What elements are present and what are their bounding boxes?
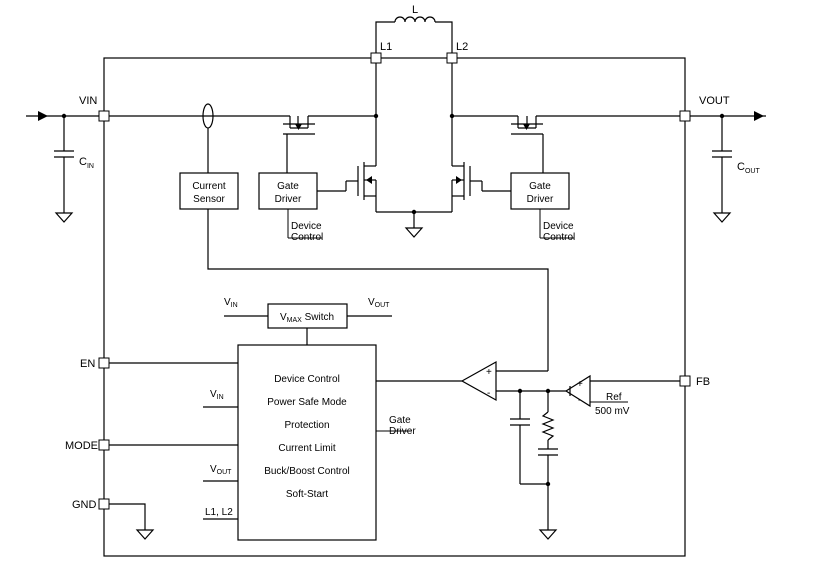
device-control-left-line1: Device (291, 221, 322, 232)
comparator-opamp (460, 360, 497, 402)
vmax-switch-sub: MAX (287, 317, 303, 324)
gate-driver-left-line2: Driver (275, 194, 302, 205)
en-pin[interactable] (98, 357, 110, 369)
controller-block (237, 344, 377, 541)
l1-pin[interactable] (370, 52, 382, 64)
current-sensor-block (179, 172, 239, 210)
svg-text:COUT: COUT (737, 161, 760, 175)
left-top-fet-arrow-icon (295, 124, 302, 130)
controller-item: Buck/Boost Control (264, 466, 350, 477)
gate-driver-out-line2: Driver (389, 426, 416, 437)
vmax-vout-label: V (368, 297, 375, 308)
svg-text:VIN: VIN (210, 389, 224, 401)
vout-pin-label: VOUT (699, 95, 730, 107)
ea-plus: + (577, 379, 583, 390)
svg-text:CIN: CIN (79, 156, 94, 170)
cout-label: C (737, 161, 745, 173)
ctrl-vout-sub: OUT (217, 469, 233, 476)
svg-text:VIN: VIN (224, 297, 238, 309)
device-control-left-line2: Control (291, 232, 323, 243)
comp-resistor-icon (541, 411, 555, 441)
svg-text:VMAX Switch: VMAX Switch (280, 312, 334, 324)
controller-item: Current Limit (278, 443, 335, 454)
l2-pin-label: L2 (456, 41, 468, 53)
ref-label-line1: Ref (606, 392, 622, 403)
inductor-icon (394, 16, 436, 23)
device-control-right-line1: Device (543, 221, 574, 232)
cout-label-sub: OUT (745, 168, 761, 175)
fb-pin[interactable] (679, 375, 691, 387)
gate-driver-right-line1: Gate (529, 181, 551, 192)
gate-driver-right-line2: Driver (527, 194, 554, 205)
en-pin-label: EN (80, 358, 95, 370)
vmax-switch-block (267, 303, 348, 329)
switch-ground-icon (404, 227, 424, 238)
controller-item: Power Safe Mode (267, 397, 347, 408)
inductor-label: L (412, 4, 418, 16)
comp-ground-icon (538, 529, 558, 540)
vin-pin-label: VIN (79, 95, 97, 107)
vout-pin[interactable] (679, 110, 691, 122)
svg-text:VOUT: VOUT (210, 464, 232, 476)
gate-driver-out-line1: Gate (389, 415, 411, 426)
comparator-minus: - (487, 388, 490, 399)
controller-item: Device Control (274, 374, 340, 385)
l2-pin[interactable] (446, 52, 458, 64)
gnd-pin[interactable] (98, 498, 110, 510)
gnd-pin-ground-icon (135, 529, 155, 540)
cin-ground-icon (54, 212, 74, 223)
vout-arrow-icon (754, 111, 764, 121)
vmax-vin-label: V (224, 297, 231, 308)
gnd-pin-label: GND (72, 499, 97, 511)
error-amplifier (564, 374, 591, 408)
ctrl-l1l2-label: L1, L2 (205, 507, 233, 518)
right-low-fet-arrow-icon (456, 176, 462, 184)
svg-text:VOUT: VOUT (368, 297, 390, 309)
vin-arrow-icon (38, 111, 48, 121)
ctrl-vin-label: V (210, 389, 217, 400)
ic-boundary (103, 57, 686, 557)
cin-label: C (79, 156, 87, 168)
right-top-fet-arrow-icon (523, 124, 530, 130)
ref-label-line2: 500 mV (595, 406, 630, 417)
mode-pin[interactable] (98, 439, 110, 451)
ctrl-vin-sub: IN (217, 394, 224, 401)
mode-pin-label: MODE (65, 440, 98, 452)
ea-minus: - (578, 395, 581, 406)
ctrl-vout-label: V (210, 464, 217, 475)
left-low-fet-arrow-icon (366, 176, 372, 184)
current-sensor-line1: Current (192, 181, 226, 192)
fb-pin-label: FB (696, 376, 710, 388)
vin-pin[interactable] (98, 110, 110, 122)
vmax-vin-sub: IN (231, 302, 238, 309)
controller-item: Protection (284, 420, 329, 431)
l1-pin-label: L1 (380, 41, 392, 53)
gate-driver-left-line1: Gate (277, 181, 299, 192)
cin-label-sub: IN (87, 163, 94, 170)
controller-item: Soft-Start (286, 489, 328, 500)
current-sensor-line2: Sensor (193, 194, 225, 205)
vmax-switch-rest: Switch (302, 312, 334, 323)
current-sense-feedback-wire (207, 209, 549, 371)
device-control-right-line2: Control (543, 232, 575, 243)
comparator-plus: + (486, 367, 492, 378)
cout-ground-icon (712, 212, 732, 223)
vmax-switch-main: V (280, 312, 287, 323)
vmax-vout-sub: OUT (375, 302, 391, 309)
